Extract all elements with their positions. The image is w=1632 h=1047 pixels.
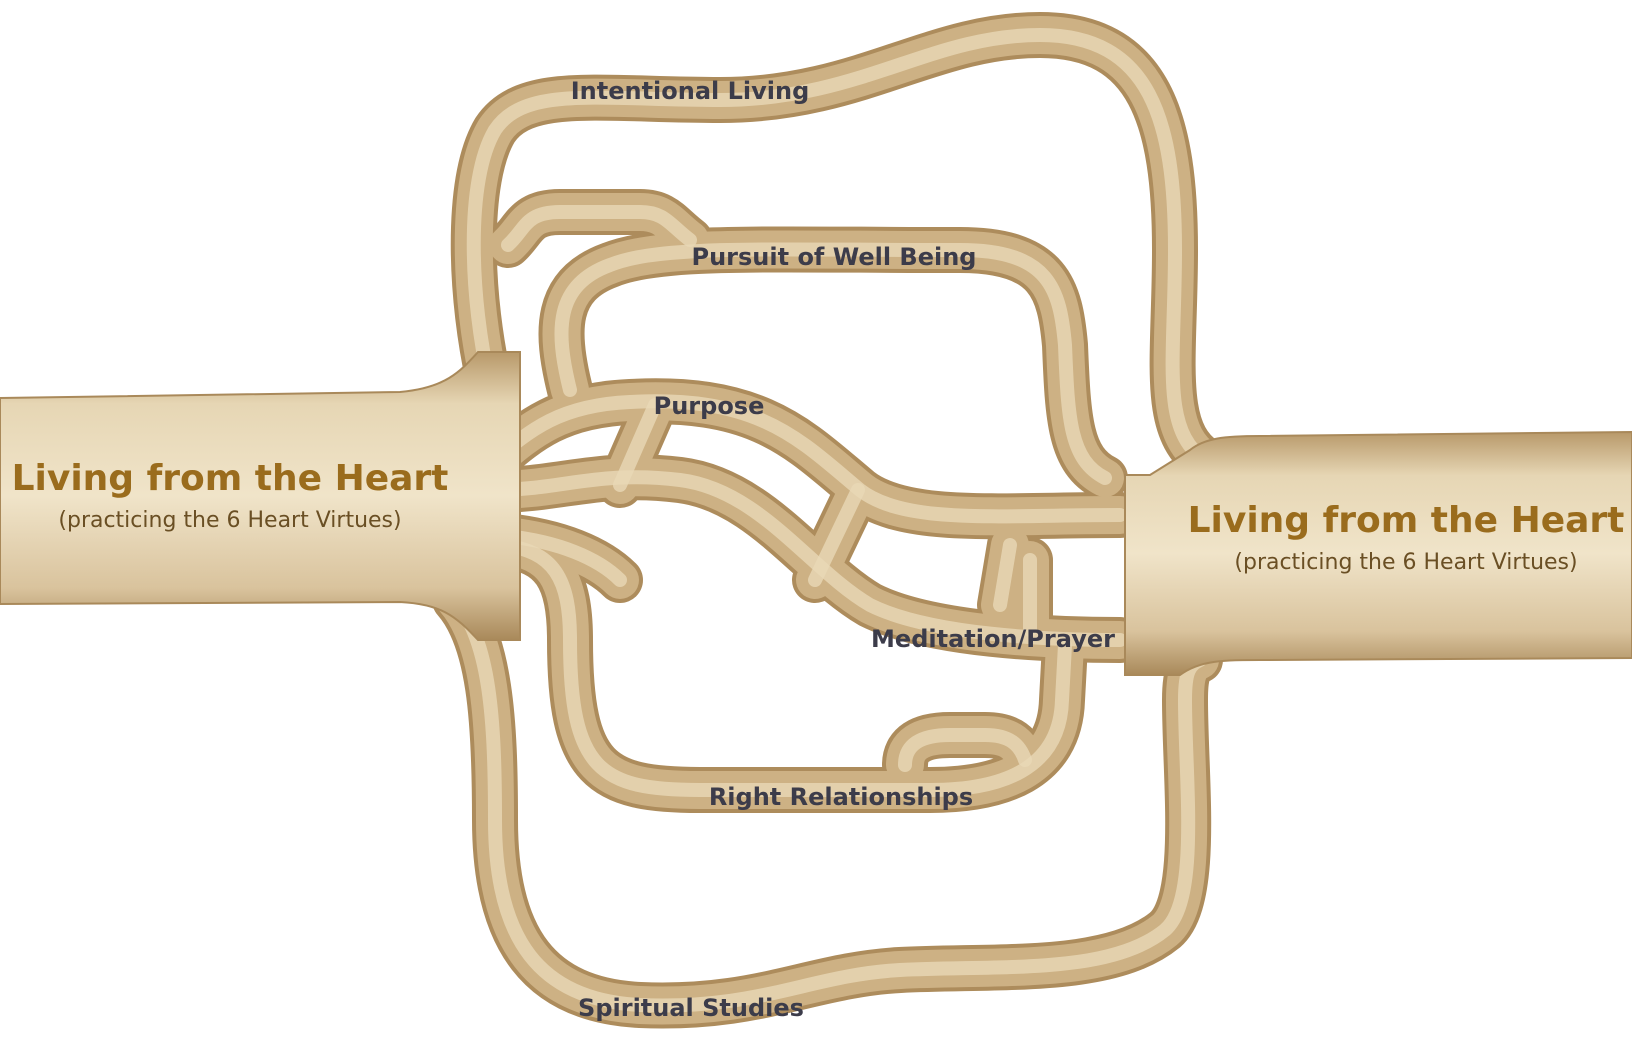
left-hub-subtitle: (practicing the 6 Heart Virtues): [58, 508, 401, 533]
label-purpose: Purpose: [654, 392, 765, 420]
right-hub-subtitle: (practicing the 6 Heart Virtues): [1234, 550, 1577, 575]
label-spiritual-studies: Spiritual Studies: [578, 994, 804, 1022]
tube-meditation-rung-1: [1000, 545, 1010, 605]
right-hub-title: Living from the Heart: [1188, 500, 1625, 541]
right-hub: Living from the Heart (practicing the 6 …: [1125, 432, 1632, 675]
label-pursuit-of-well-being: Pursuit of Well Being: [692, 243, 977, 271]
label-right-relationships: Right Relationships: [709, 783, 973, 811]
label-meditation-prayer: Meditation/Prayer: [871, 625, 1115, 653]
left-hub-title: Living from the Heart: [12, 458, 449, 499]
label-intentional-living: Intentional Living: [571, 77, 810, 105]
left-hub: Living from the Heart (practicing the 6 …: [0, 352, 520, 640]
